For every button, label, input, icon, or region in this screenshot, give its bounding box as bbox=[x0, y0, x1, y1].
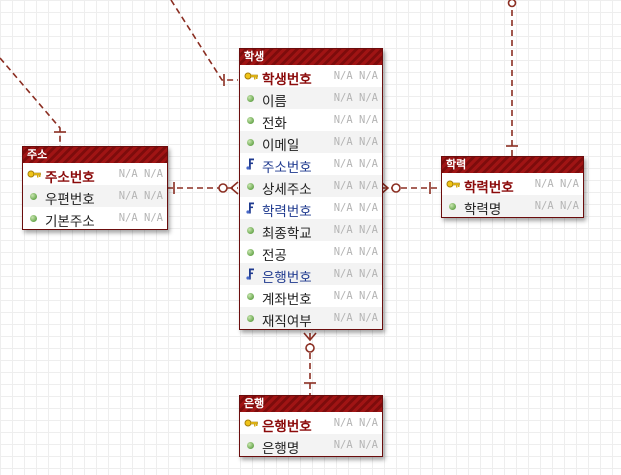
column-type: N/A N/A bbox=[333, 268, 378, 280]
attribute-icon bbox=[244, 92, 258, 104]
column-row[interactable]: 우편번호 N/A N/A bbox=[23, 185, 167, 208]
entity-title: 은행 bbox=[240, 396, 382, 412]
column-name: 은행번호 bbox=[262, 270, 312, 286]
entity-title: 주소 bbox=[23, 147, 167, 163]
column-name: 상세주소 bbox=[262, 182, 312, 198]
attribute-icon bbox=[244, 136, 258, 148]
column-row[interactable]: 주소번호 N/A N/A bbox=[23, 163, 167, 186]
entity-student[interactable]: 학생 학생번호 N/A N/A 이름 N/A N/A 전화 N/A N/A 이메일 N/A N… bbox=[239, 48, 383, 330]
column-type: N/A N/A bbox=[118, 212, 163, 224]
entity-title: 학력 bbox=[442, 157, 583, 173]
column-name: 최종학교 bbox=[262, 226, 312, 242]
column-type: N/A N/A bbox=[118, 168, 163, 180]
column-row[interactable]: 기본주소 N/A N/A bbox=[23, 207, 167, 230]
column-name: 학생번호 bbox=[262, 72, 312, 88]
column-name: 기본주소 bbox=[45, 214, 95, 230]
column-type: N/A N/A bbox=[333, 312, 378, 324]
entity-address[interactable]: 주소 주소번호 N/A N/A 우편번호 N/A N/A 기본주소 N/A N/A bbox=[22, 146, 168, 230]
column-name: 이메일 bbox=[262, 138, 300, 154]
column-row[interactable]: 학력번호 N/A N/A bbox=[442, 173, 583, 196]
foreign-key-icon bbox=[246, 158, 254, 170]
attribute-icon bbox=[446, 200, 460, 212]
column-row[interactable]: 은행번호 N/A N/A bbox=[240, 263, 382, 286]
column-row[interactable]: 계좌번호 N/A N/A bbox=[240, 285, 382, 308]
foreign-key-icon bbox=[246, 202, 254, 214]
attribute-icon bbox=[244, 114, 258, 126]
column-name: 우편번호 bbox=[45, 192, 95, 208]
column-type: N/A N/A bbox=[333, 439, 378, 451]
column-list: 은행번호 N/A N/A 은행명 N/A N/A bbox=[240, 412, 382, 457]
column-list: 주소번호 N/A N/A 우편번호 N/A N/A 기본주소 N/A N/A bbox=[23, 163, 167, 230]
column-row[interactable]: 은행번호 N/A N/A bbox=[240, 412, 382, 435]
column-row[interactable]: 은행명 N/A N/A bbox=[240, 434, 382, 457]
column-type: N/A N/A bbox=[333, 158, 378, 170]
column-name: 은행번호 bbox=[262, 419, 312, 435]
column-row[interactable]: 최종학교 N/A N/A bbox=[240, 219, 382, 242]
entity-bank[interactable]: 은행 은행번호 N/A N/A 은행명 N/A N/A bbox=[239, 395, 383, 457]
column-name: 계좌번호 bbox=[262, 292, 312, 308]
column-name: 주소번호 bbox=[45, 170, 95, 186]
entity-title: 학생 bbox=[240, 49, 382, 65]
column-row[interactable]: 전공 N/A N/A bbox=[240, 241, 382, 264]
column-row[interactable]: 학생번호 N/A N/A bbox=[240, 65, 382, 88]
column-type: N/A N/A bbox=[333, 224, 378, 236]
foreign-key-icon bbox=[246, 268, 254, 280]
key-icon bbox=[244, 419, 258, 427]
column-name: 이름 bbox=[262, 94, 287, 110]
column-row[interactable]: 학력번호 N/A N/A bbox=[240, 197, 382, 220]
column-type: N/A N/A bbox=[534, 200, 579, 212]
column-name: 주소번호 bbox=[262, 160, 312, 176]
relationship-offscreen-left-b bbox=[0, 57, 61, 146]
key-icon bbox=[27, 170, 41, 178]
column-row[interactable]: 상세주소 N/A N/A bbox=[240, 175, 382, 198]
column-name: 학력번호 bbox=[262, 204, 312, 220]
column-row[interactable]: 이메일 N/A N/A bbox=[240, 131, 382, 154]
column-type: N/A N/A bbox=[333, 70, 378, 82]
column-name: 은행명 bbox=[262, 441, 300, 457]
column-type: N/A N/A bbox=[333, 136, 378, 148]
column-type: N/A N/A bbox=[333, 246, 378, 258]
entity-education[interactable]: 학력 학력번호 N/A N/A 학력명 N/A N/A bbox=[441, 156, 584, 218]
column-type: N/A N/A bbox=[333, 290, 378, 302]
column-row[interactable]: 학력명 N/A N/A bbox=[442, 195, 583, 218]
column-name: 전화 bbox=[262, 116, 287, 132]
key-icon bbox=[446, 180, 460, 188]
column-type: N/A N/A bbox=[333, 114, 378, 126]
column-name: 학력번호 bbox=[464, 180, 514, 196]
attribute-icon bbox=[244, 224, 258, 236]
column-type: N/A N/A bbox=[333, 92, 378, 104]
column-row[interactable]: 재직여부 N/A N/A bbox=[240, 307, 382, 330]
attribute-icon bbox=[27, 190, 41, 202]
attribute-icon bbox=[244, 180, 258, 192]
column-name: 재직여부 bbox=[262, 314, 312, 330]
attribute-icon bbox=[244, 246, 258, 258]
attribute-icon bbox=[244, 290, 258, 302]
column-row[interactable]: 이름 N/A N/A bbox=[240, 87, 382, 110]
attribute-icon bbox=[27, 212, 41, 224]
column-name: 전공 bbox=[262, 248, 287, 264]
column-row[interactable]: 주소번호 N/A N/A bbox=[240, 153, 382, 176]
column-type: N/A N/A bbox=[333, 417, 378, 429]
column-type: N/A N/A bbox=[534, 178, 579, 190]
relationship-offscreen-left-a bbox=[170, 0, 238, 81]
key-icon bbox=[244, 72, 258, 80]
column-row[interactable]: 전화 N/A N/A bbox=[240, 109, 382, 132]
column-type: N/A N/A bbox=[333, 180, 378, 192]
attribute-icon bbox=[244, 439, 258, 451]
column-list: 학력번호 N/A N/A 학력명 N/A N/A bbox=[442, 173, 583, 218]
column-name: 학력명 bbox=[464, 202, 502, 218]
column-type: N/A N/A bbox=[118, 190, 163, 202]
column-type: N/A N/A bbox=[333, 202, 378, 214]
attribute-icon bbox=[244, 312, 258, 324]
